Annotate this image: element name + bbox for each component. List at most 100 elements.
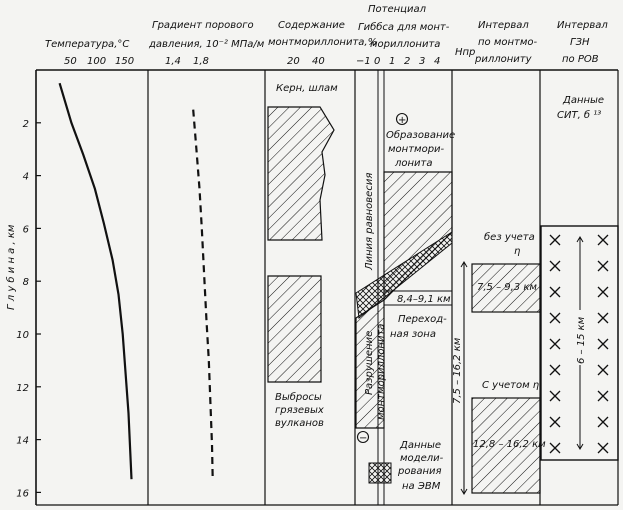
- zn-cross-mark: [597, 338, 609, 350]
- hpr-label: Hпр: [455, 47, 475, 58]
- destruction-label-2: монтмориллонита: [376, 324, 387, 420]
- legend-label-1: Данные: [399, 440, 441, 451]
- depth-tick-label: 16: [16, 488, 29, 499]
- content-tick-20: 20: [287, 56, 300, 67]
- temperature-title: Температура,°С: [45, 39, 129, 50]
- gibbs-tick-4: 4: [434, 56, 440, 67]
- zn-cross-mark: [597, 442, 609, 454]
- depth-tick-label: 10: [16, 330, 29, 341]
- sit-label-1: Данные: [562, 95, 604, 106]
- zn-title-1: Интервал: [557, 20, 608, 31]
- gibbs-tick-0: 0: [374, 56, 380, 67]
- without-eta-label-1: без учета: [484, 231, 535, 243]
- volcano-label-2: грязевых: [275, 405, 324, 416]
- gibbs-tick-1: 1: [389, 56, 395, 67]
- formation-label-2: монтмори-: [388, 144, 445, 155]
- legend-label-4: на ЭВМ: [402, 481, 441, 492]
- destruction-label-1: Разрушение: [364, 331, 375, 395]
- zn-cross-mark: [597, 364, 609, 376]
- zn-cross-mark: [549, 338, 561, 350]
- depth-tick-label: 2: [23, 119, 29, 130]
- pressure-tick-1-4: 1,4: [165, 56, 181, 67]
- with-eta-label: С учетом η: [482, 380, 539, 391]
- content-title-1: Содержание: [278, 20, 345, 31]
- range-total-label: 7,5 – 16,2 км: [452, 337, 463, 404]
- sit-label-2: СИТ, б ¹³: [557, 109, 601, 121]
- depth-tick-label: 4: [23, 172, 29, 183]
- band-with-eta: [471, 397, 541, 494]
- minus-sign: −: [359, 433, 367, 444]
- zn-cross-mark: [549, 312, 561, 324]
- gibbs-title-3: мориллонита: [370, 39, 440, 50]
- zn-crosses: [549, 234, 609, 454]
- destruction-region: [355, 298, 385, 429]
- legend-label-2: модели-: [400, 453, 444, 464]
- zn-cross-mark: [597, 260, 609, 272]
- interval-title-2: по монтмо-: [478, 37, 538, 48]
- interval-title-3: риллониту: [474, 54, 533, 65]
- pressure-title-2: давления, 10⁻² МПа/м: [148, 39, 265, 50]
- depth-axis-label: Г л у б и н а , км: [5, 224, 17, 310]
- temp-tick-50: 50: [64, 56, 77, 67]
- zn-title-3: по РОВ: [562, 54, 599, 65]
- legend-label-3: рования: [397, 466, 442, 477]
- zn-cross-mark: [597, 390, 609, 402]
- content-title-2: монтмориллонита,%: [268, 37, 377, 48]
- core-label: Керн, шлам: [276, 83, 338, 94]
- temp-tick-150: 150: [115, 56, 134, 67]
- formation-label-3: лонита: [394, 158, 433, 169]
- zn-cross-mark: [549, 390, 561, 402]
- gibbs-tick-2: 2: [404, 56, 410, 67]
- pressure-title-1: Градиент порового: [152, 20, 254, 31]
- depth-tick-label: 14: [16, 436, 29, 447]
- temp-tick-100: 100: [87, 56, 106, 67]
- headers: Температура,°С Градиент порового давлени…: [45, 4, 608, 65]
- content-block-upper: [267, 106, 335, 241]
- range-with-label: 12,8 – 16,2 км: [473, 439, 546, 450]
- transition-label-1: Переход-: [398, 314, 447, 325]
- transition-label-2: ная зона: [390, 329, 436, 340]
- zn-cross-mark: [549, 260, 561, 272]
- top-ticks: 50 100 150 1,4 1,8 20 40 −1 0 1 2 3 4: [64, 56, 440, 67]
- zn-cross-mark: [549, 442, 561, 454]
- depth-tick-label: 12: [16, 383, 29, 394]
- gibbs-tick-3: 3: [419, 56, 425, 67]
- zn-range-label: 6 – 15 км: [576, 316, 587, 364]
- volcano-label-1: Выбросы: [275, 391, 322, 403]
- equilibrium-label: Линия равновесия: [364, 173, 375, 271]
- interval-zn-column: Данные СИТ, б ¹³ 6 – 15 км: [540, 95, 619, 461]
- zn-cross-mark: [597, 416, 609, 428]
- without-eta-label-2: η: [514, 246, 520, 257]
- zn-cross-mark: [549, 364, 561, 376]
- pressure-curve: [192, 109, 214, 480]
- gibbs-column: Линия равновесия + Образование монтмори-…: [355, 70, 455, 505]
- range-without-label: 7,5 – 9,3 км: [477, 282, 537, 293]
- zn-title-2: ГЗН: [570, 37, 590, 48]
- gibbs-title-1: Потенциал: [368, 4, 427, 15]
- band-without-eta: [471, 263, 541, 313]
- content-block-lower: [267, 275, 322, 383]
- plus-sign: +: [398, 115, 406, 126]
- volcano-label-3: вулканов: [275, 418, 324, 429]
- temperature-curve: [58, 82, 133, 480]
- depth-tick-label: 6: [23, 224, 29, 235]
- interval-title-1: Интервал: [478, 20, 529, 31]
- content-tick-40: 40: [312, 56, 325, 67]
- depth-tick-label: 8: [23, 277, 29, 288]
- transition-depth: 8,4–9,1 км: [397, 294, 451, 305]
- zn-band: [540, 225, 619, 461]
- content-column: Керн, шлам Выбросы грязевых вулканов: [267, 83, 338, 429]
- zn-cross-mark: [597, 312, 609, 324]
- transition-band: [355, 231, 453, 319]
- depth-axis: 2 4 6 8 10 12 14 16: [16, 119, 41, 499]
- pressure-tick-1-8: 1,8: [193, 56, 209, 67]
- zn-cross-mark: [549, 234, 561, 246]
- interval-montmorillonite-column: 7,5 – 16,2 км без учета η 7,5 – 9,3 км С…: [452, 231, 546, 495]
- legend-swatch: [368, 462, 392, 484]
- zn-cross-mark: [549, 286, 561, 298]
- formation-label-1: Образование: [386, 129, 455, 141]
- zn-cross-mark: [597, 234, 609, 246]
- zn-cross-mark: [549, 416, 561, 428]
- gibbs-title-2: Гиббса для монт-: [358, 21, 450, 33]
